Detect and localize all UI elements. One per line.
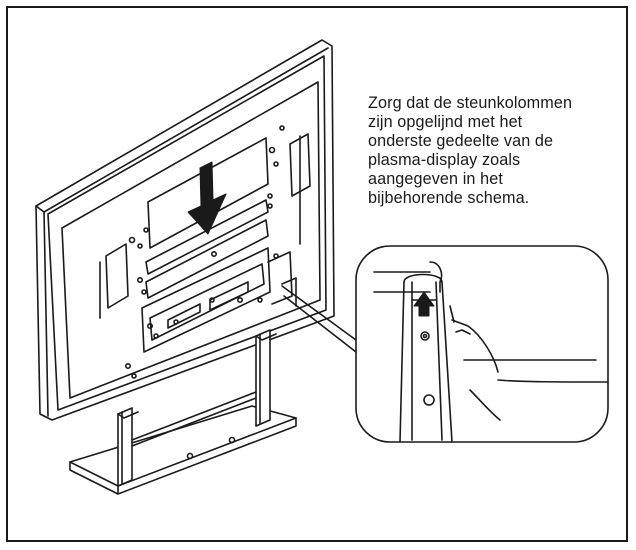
- caption-line: onderste gedeelte van de: [368, 132, 554, 150]
- caption-line: zijn opgelijnd met het: [368, 113, 523, 131]
- plasma-display-rear: [35, 39, 335, 421]
- display-stand: [69, 329, 297, 495]
- caption-line: bijbehorende schema.: [368, 189, 530, 207]
- caption-line: plasma-display zoals: [368, 151, 521, 169]
- down-arrow-icon: [187, 161, 227, 235]
- up-arrow-icon: [413, 291, 435, 317]
- detail-magnification: [355, 245, 609, 443]
- instruction-caption: Zorg dat de steunkolommen zijn opgelijnd…: [368, 94, 618, 208]
- caption-line: Zorg dat de steunkolommen: [368, 94, 573, 112]
- caption-line: aangegeven in het: [368, 170, 503, 188]
